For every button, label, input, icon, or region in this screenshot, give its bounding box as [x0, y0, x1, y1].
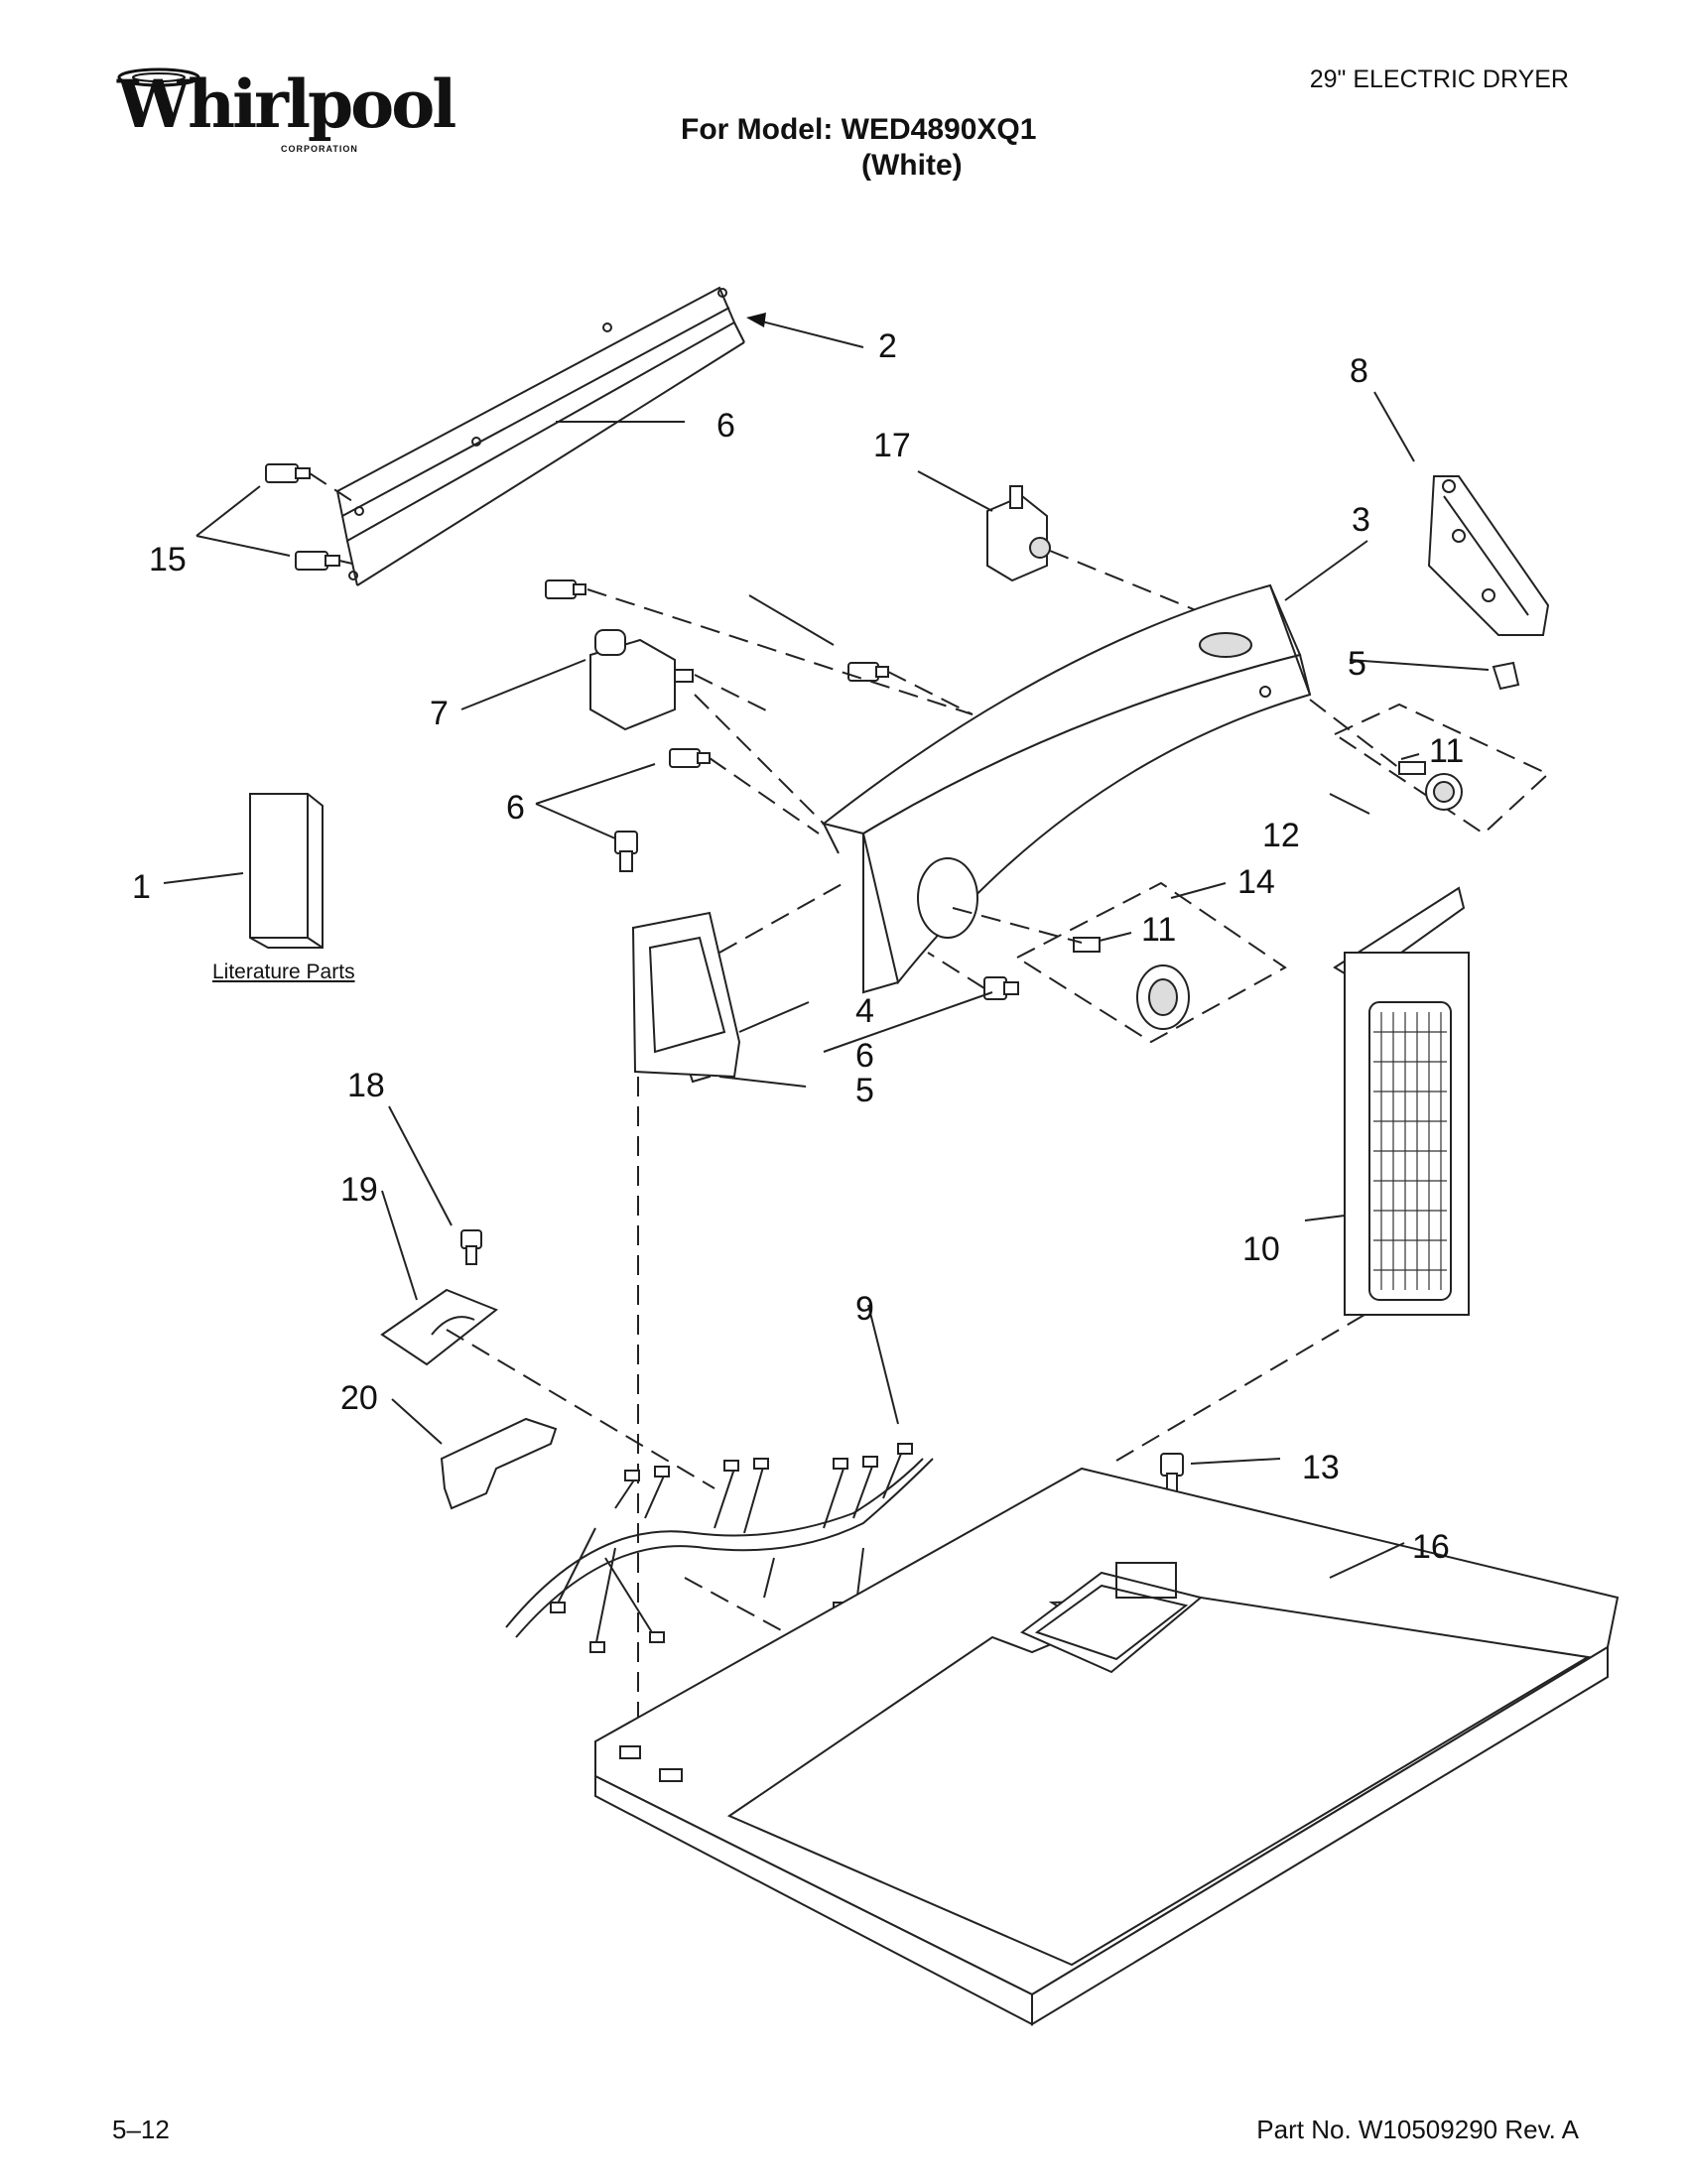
part-12-knob-group: [1309, 699, 1550, 835]
callout-10: 10: [1242, 1230, 1280, 1268]
part-4-end-cap: [631, 882, 844, 1756]
part-20-shield: [440, 1417, 558, 1510]
part-14-knob-group: [952, 881, 1287, 1044]
brand-subtitle: CORPORATION: [281, 144, 358, 154]
callout-18: 18: [347, 1067, 385, 1104]
part-15-screws: [265, 463, 353, 571]
callout-5-top: 5: [1348, 645, 1366, 683]
callout-6-bottom: 6: [855, 1037, 874, 1075]
model-number: For Model: WED4890XQ1: [681, 113, 1037, 146]
brand-name: Whirlpool: [117, 65, 456, 143]
document-type: 29" ELECTRIC DRYER: [1309, 65, 1569, 93]
leader-arrows: [163, 313, 1490, 1579]
callout-6-left: 6: [506, 789, 525, 827]
callout-17: 17: [873, 427, 911, 464]
whirlpool-logo: [117, 67, 200, 87]
callout-labels: 1 2 3 4 5 5 6 6 6 6 7 8 9 10 11 11 12 13…: [132, 327, 1464, 1566]
model-color: (White): [861, 149, 963, 182]
callout-8: 8: [1350, 352, 1368, 390]
callout-14: 14: [1237, 863, 1275, 901]
part-8-bracket: [1427, 475, 1550, 636]
part-18-screw: [460, 1229, 482, 1265]
part-17-switch: [986, 485, 1197, 611]
callout-16: 16: [1412, 1528, 1450, 1566]
part-7-selector-switch: [589, 629, 825, 825]
callout-7: 7: [430, 695, 449, 732]
callout-3: 3: [1352, 501, 1370, 539]
part-10-lint-screen: [1110, 886, 1470, 1465]
callout-6-top: 6: [716, 407, 735, 445]
callout-15: 15: [149, 541, 187, 578]
part-16-top-cover: [594, 1467, 1620, 2026]
callout-1: 1: [132, 868, 151, 906]
literature-parts-label: Literature Parts: [212, 961, 355, 983]
part-1-literature: [249, 793, 324, 949]
callout-4: 4: [855, 992, 874, 1030]
callout-2: 2: [878, 327, 897, 365]
part-2-mounting-bracket: [335, 286, 745, 586]
callout-20: 20: [340, 1379, 378, 1417]
part-19-bracket: [380, 1288, 715, 1489]
part-3-control-console: [821, 583, 1312, 994]
callout-11-top: 11: [1429, 732, 1464, 770]
callout-5-bottom: 5: [855, 1072, 874, 1109]
callout-11-bottom: 11: [1141, 911, 1176, 949]
callout-13: 13: [1302, 1449, 1340, 1486]
callout-12: 12: [1262, 817, 1300, 854]
callout-9: 9: [855, 1290, 874, 1328]
page-number: 5–12: [112, 2115, 170, 2144]
part-number: Part No. W10509290 Rev. A: [1256, 2115, 1579, 2144]
callout-19: 19: [340, 1171, 378, 1209]
